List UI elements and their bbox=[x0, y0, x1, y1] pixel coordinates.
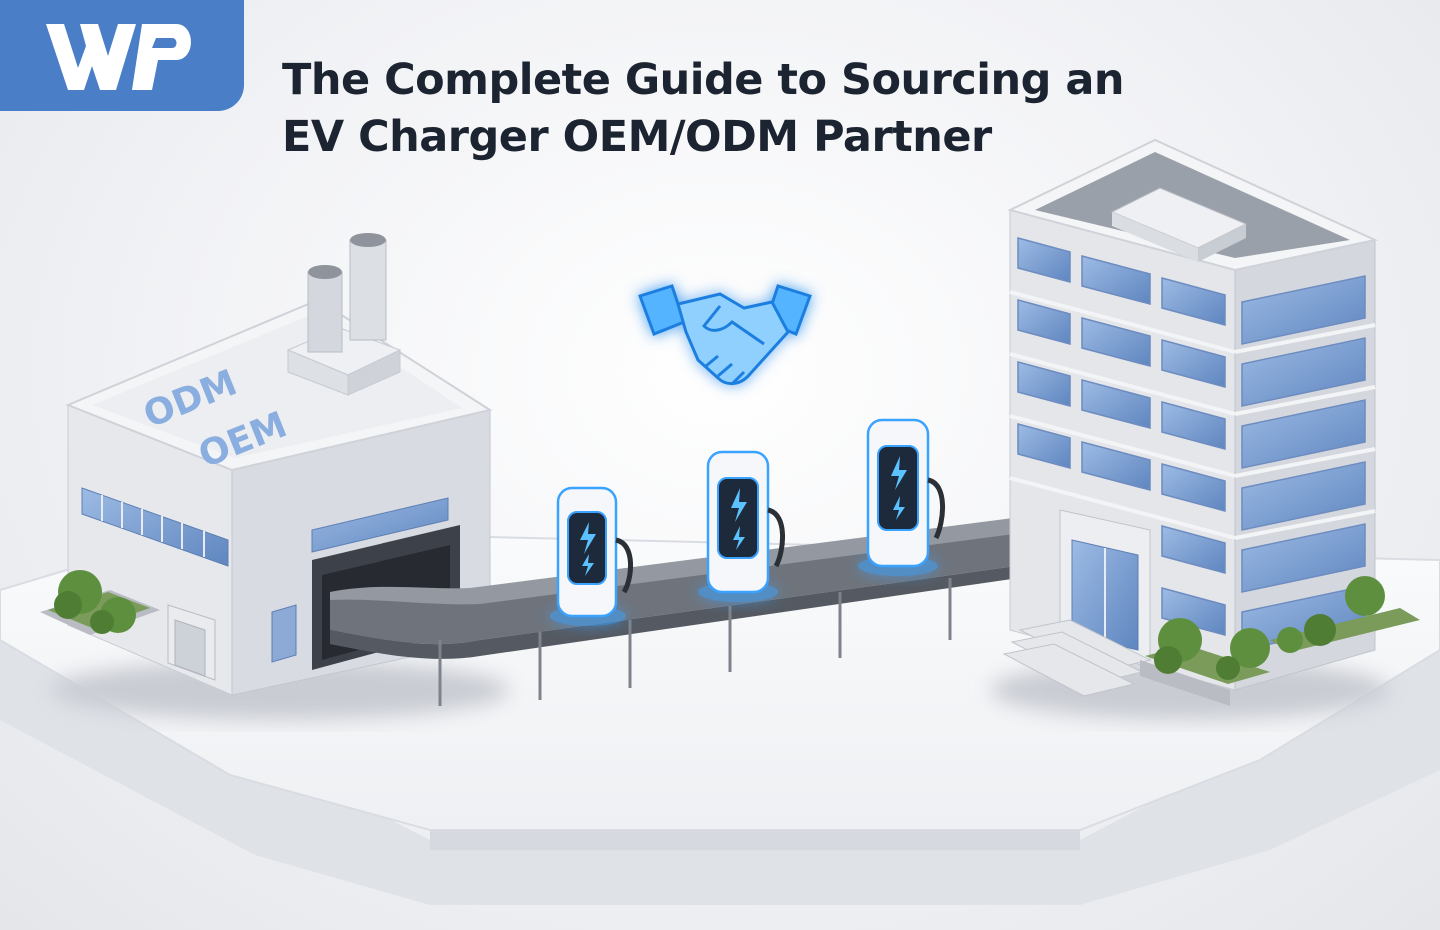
trees-right bbox=[1140, 576, 1420, 706]
brand-logo-tab bbox=[0, 0, 244, 111]
lightning-bolt-icon bbox=[891, 456, 907, 490]
ev-charger-3 bbox=[858, 418, 946, 576]
page-title: The Complete Guide to Sourcing an EV Cha… bbox=[282, 52, 1125, 166]
handshake-icon bbox=[638, 284, 812, 386]
title-line-2: EV Charger OEM/ODM Partner bbox=[282, 112, 992, 162]
title-line-1: The Complete Guide to Sourcing an bbox=[282, 55, 1125, 105]
lightning-bolt-icon bbox=[580, 522, 596, 554]
wp-logo-icon bbox=[46, 24, 191, 90]
office-building bbox=[990, 138, 1390, 720]
lightning-bolt-icon bbox=[731, 488, 747, 522]
trees-left bbox=[40, 570, 160, 635]
ev-charger-2 bbox=[698, 450, 786, 602]
ev-charger-1 bbox=[550, 486, 634, 626]
